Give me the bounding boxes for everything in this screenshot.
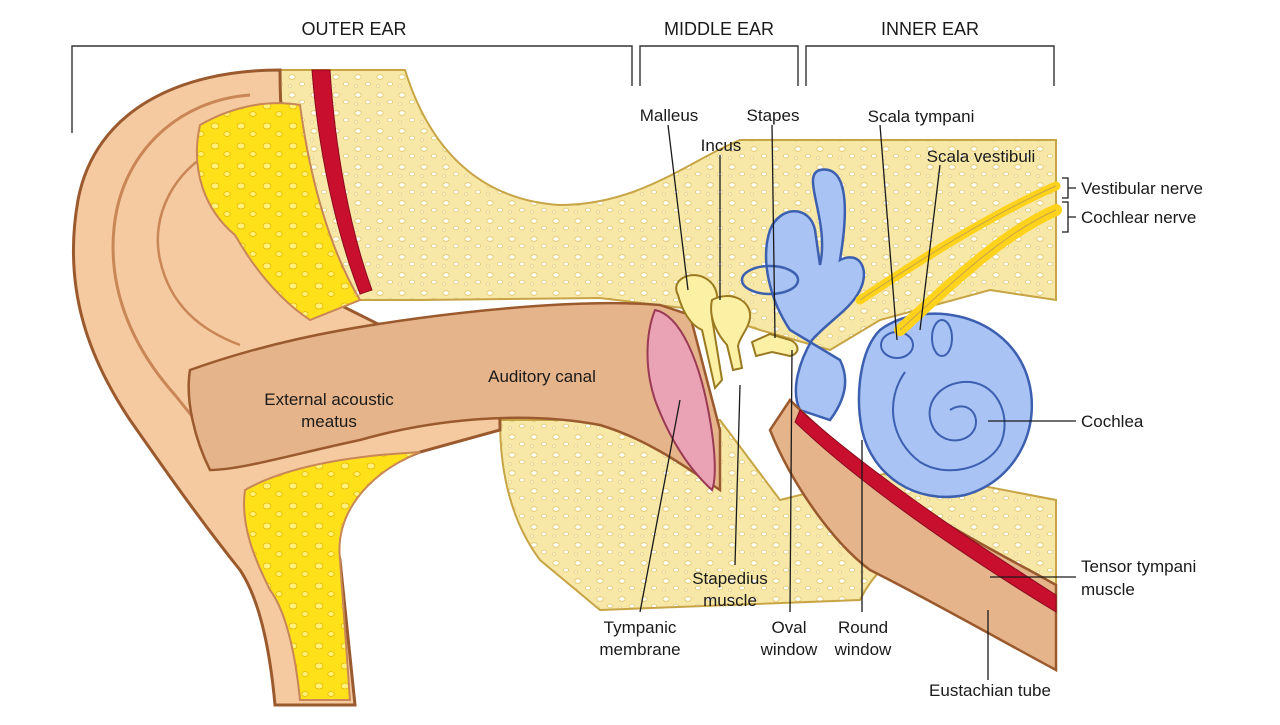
inner-ear-labyrinth xyxy=(740,168,1034,499)
label-round-line1: Round xyxy=(838,618,888,637)
label-scala-tympani: Scala tympani xyxy=(868,107,975,126)
label-round-line2: window xyxy=(834,640,892,659)
cochlea-shape xyxy=(857,312,1034,499)
label-tympanic-line1: Tympanic xyxy=(604,618,677,637)
label-tensor-line1: Tensor tympani xyxy=(1081,557,1196,576)
label-scala-vestibuli: Scala vestibuli xyxy=(927,147,1036,166)
semicircular-canals xyxy=(764,168,866,422)
label-oval-line1: Oval xyxy=(772,618,807,637)
cochlea-spiral xyxy=(892,371,1006,472)
label-tympanic-line2: membrane xyxy=(599,640,680,659)
label-eustachian: Eustachian tube xyxy=(929,681,1051,700)
incus-shape xyxy=(710,295,752,372)
label-tensor-line2: muscle xyxy=(1081,580,1135,599)
middle-ear-bracket xyxy=(639,45,799,86)
label-auditory-canal: Auditory canal xyxy=(488,367,596,386)
label-external-meatus-line2: meatus xyxy=(301,412,357,431)
label-incus: Incus xyxy=(701,136,742,155)
leader-lines xyxy=(639,124,1076,680)
label-external-meatus-line1: External acoustic xyxy=(264,390,394,409)
ossicles xyxy=(675,274,799,391)
label-malleus: Malleus xyxy=(640,106,699,125)
auricle-cartilage-lower xyxy=(243,451,421,701)
section-brackets xyxy=(71,45,1055,133)
vessel-strip xyxy=(311,69,373,295)
inner-ear-bracket xyxy=(805,45,1055,86)
tensor-tympani-shape xyxy=(794,409,1057,613)
label-stapedius-line1: Stapedius xyxy=(692,569,768,588)
stapes-shape xyxy=(750,332,799,358)
label-vestibular-nerve: Vestibular nerve xyxy=(1081,179,1203,198)
label-cochlear-nerve: Cochlear nerve xyxy=(1081,208,1196,227)
structure-labels: Malleus Incus Stapes Scala tympani Scala… xyxy=(264,106,1203,700)
tympanic-membrane-shape xyxy=(646,308,716,492)
label-cochlea: Cochlea xyxy=(1081,412,1144,431)
scala-vestibuli-shape xyxy=(931,319,953,357)
label-stapedius-line2: muscle xyxy=(703,591,757,610)
auditory-canal xyxy=(187,301,722,493)
outer-ear-bracket xyxy=(71,45,633,133)
label-oval-line2: window xyxy=(760,640,818,659)
eustachian-tube-shape xyxy=(768,398,1058,673)
auricle-cartilage-upper xyxy=(196,102,362,322)
outer-ear-heading: OUTER EAR xyxy=(301,19,406,39)
inner-ear-heading: INNER EAR xyxy=(881,19,979,39)
label-stapes: Stapes xyxy=(747,106,800,125)
lateral-canal-loop xyxy=(740,264,800,296)
middle-ear-heading: MIDDLE EAR xyxy=(664,19,774,39)
antihelix-fold xyxy=(156,148,241,347)
